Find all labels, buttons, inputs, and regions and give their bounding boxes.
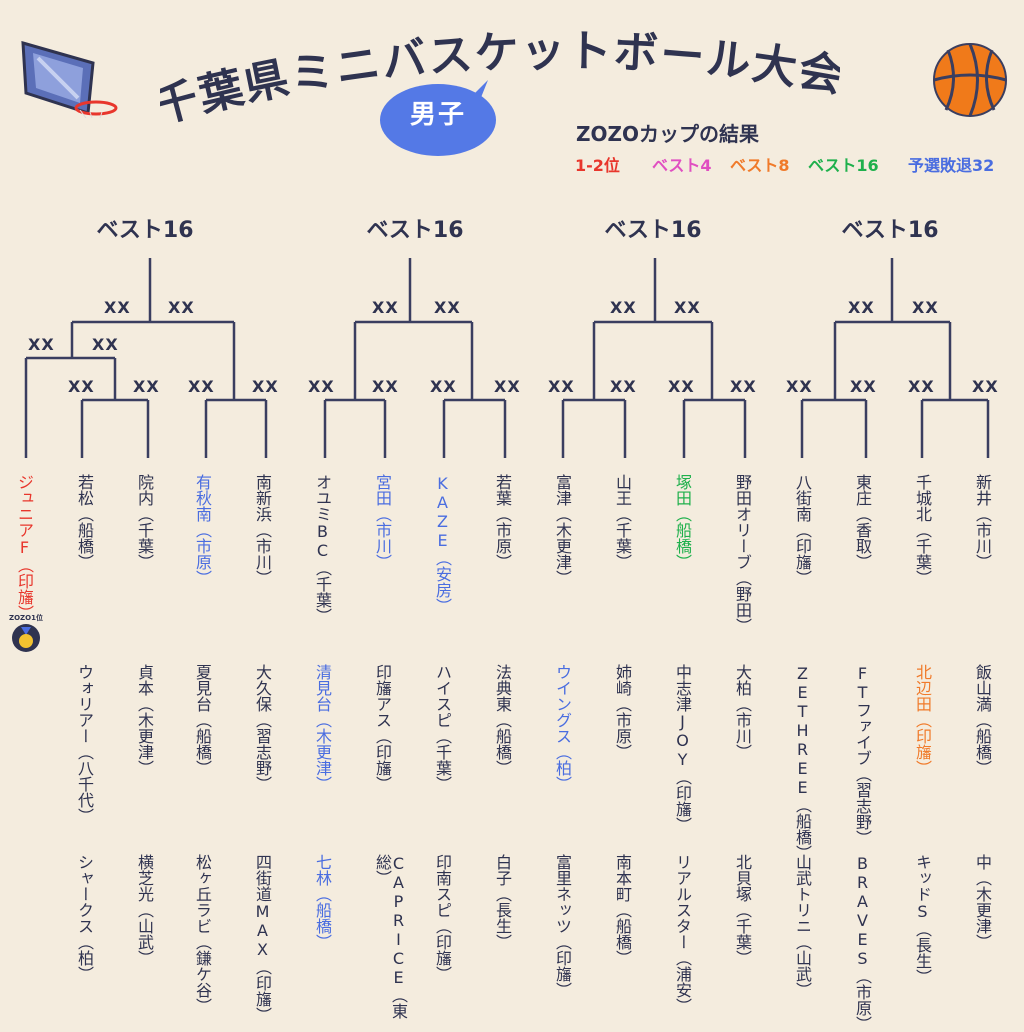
score-placeholder: XX	[168, 298, 195, 317]
team-entry: 若松（船橋）	[75, 474, 94, 570]
team-entry: 新井（市川）	[973, 474, 992, 570]
basketball-icon	[930, 40, 1010, 120]
medal-icon	[12, 624, 40, 652]
winner-badge-text: ZOZO1位	[9, 614, 43, 622]
legend-item: 1-2位	[575, 156, 620, 175]
score-placeholder: XX	[372, 377, 399, 396]
legend-item: ベスト8	[730, 156, 790, 175]
subtitle: ZOZOカップの結果	[576, 122, 760, 146]
team-entry: FTファイブ（習志野）	[853, 664, 872, 846]
team-entry: 七林（船橋）	[313, 854, 332, 950]
team-entry: ジュニアF（印旛）	[15, 474, 34, 621]
score-placeholder: XX	[912, 298, 939, 317]
score-placeholder: XX	[848, 298, 875, 317]
team-entry: 南新浜（市川）	[253, 474, 272, 586]
team-entry: 清見台（木更津）	[313, 664, 332, 792]
score-placeholder: XX	[430, 377, 457, 396]
team-entry: ウイングス（柏）	[553, 664, 572, 792]
score-placeholder: XX	[908, 377, 935, 396]
score-placeholder: XX	[92, 335, 119, 354]
category-label: 男子	[409, 100, 466, 130]
score-placeholder: XX	[188, 377, 215, 396]
score-placeholder: XX	[850, 377, 877, 396]
team-entry: BRAVES（市原）	[853, 854, 872, 1032]
winner-badge: ZOZO1位	[8, 613, 44, 657]
score-placeholder: XX	[104, 298, 131, 317]
score-placeholder: XX	[372, 298, 399, 317]
team-entry: リアルスター（浦安）	[673, 854, 692, 1014]
team-entry: シャークス（柏）	[75, 854, 94, 982]
legend-item: 予選敗退32	[908, 156, 995, 175]
team-entry: 飯山満（船橋）	[973, 664, 992, 776]
team-entry: 中（木更津）	[973, 854, 992, 950]
team-entry: ウォリアー（八千代）	[75, 664, 94, 824]
team-entry: KAZE（安房）	[433, 474, 452, 614]
round-label-1: ベスト16	[96, 218, 194, 243]
team-entry: 千城北（千葉）	[913, 474, 932, 586]
team-entry: 南本町（船橋）	[613, 854, 632, 966]
team-entry: 有秋南（市原）	[193, 474, 212, 586]
team-entry: 大久保（習志野）	[253, 664, 272, 792]
legend-item: ベスト4	[652, 156, 712, 175]
team-entry: 印旛アス（印旛）	[373, 664, 392, 792]
team-entry: 白子（長生）	[493, 854, 512, 950]
score-placeholder: XX	[308, 377, 335, 396]
score-placeholder: XX	[786, 377, 813, 396]
score-placeholder: XX	[494, 377, 521, 396]
team-entry: 山王（千葉）	[613, 474, 632, 570]
team-entry: 大柏（市川）	[733, 664, 752, 760]
score-placeholder: XX	[434, 298, 461, 317]
team-entry: 北辺田（印旛）	[913, 664, 932, 776]
team-entry: キッドS（長生）	[913, 854, 932, 985]
team-entry: 夏見台（船橋）	[193, 664, 212, 776]
team-entry: ZETHREE（船橋）	[793, 664, 812, 861]
round-label-4: ベスト16	[841, 218, 939, 243]
team-entry: 塚田（船橋）	[673, 474, 692, 570]
team-entry: 印南スピ（印旛）	[433, 854, 452, 982]
team-entry: 院内（千葉）	[135, 474, 154, 570]
score-placeholder: XX	[28, 335, 55, 354]
page-title-wrap: 千葉県ミニバスケットボール大会	[148, 20, 846, 134]
round-label-2: ベスト16	[366, 218, 464, 243]
category-bubble: 男子	[378, 80, 508, 170]
score-placeholder: XX	[68, 377, 95, 396]
team-entry: CAPRICE（東総）	[373, 854, 408, 1019]
score-placeholder: XX	[610, 298, 637, 317]
team-entry: 富里ネッツ（印旛）	[553, 854, 572, 998]
team-entry: 四街道MAX（印旛）	[253, 854, 272, 1023]
score-placeholder: XX	[133, 377, 160, 396]
team-entry: 姉崎（市原）	[613, 664, 632, 760]
team-entry: 山武トリニ（山武）	[793, 854, 812, 998]
basketball-hoop-icon	[18, 38, 118, 119]
team-entry: 宮田（市川）	[373, 474, 392, 570]
team-entry: 野田オリーブ（野田）	[733, 474, 752, 634]
team-entry: 横芝光（山武）	[135, 854, 154, 966]
score-placeholder: XX	[610, 377, 637, 396]
legend-item: ベスト16	[808, 156, 879, 175]
team-entry: 若葉（市原）	[493, 474, 512, 570]
team-entry: 富津（木更津）	[553, 474, 572, 586]
team-entry: 北貝塚（千葉）	[733, 854, 752, 966]
team-entry: 八街南（印旛）	[793, 474, 812, 586]
team-entry: オユミBC（千葉）	[313, 474, 332, 624]
team-entry: 松ヶ丘ラビ（鎌ケ谷）	[193, 854, 212, 1014]
round-label-3: ベスト16	[604, 218, 702, 243]
score-placeholder: XX	[674, 298, 701, 317]
team-entry: ハイスピ（千葉）	[433, 664, 452, 792]
team-entry: 法典東（船橋）	[493, 664, 512, 776]
team-entry: 中志津JOY（印旛）	[673, 664, 692, 833]
score-placeholder: XX	[972, 377, 999, 396]
score-placeholder: XX	[252, 377, 279, 396]
score-placeholder: XX	[730, 377, 757, 396]
score-placeholder: XX	[548, 377, 575, 396]
score-placeholder: XX	[668, 377, 695, 396]
page-title: 千葉県ミニバスケットボール大会	[148, 26, 846, 134]
team-entry: 貞本（木更津）	[135, 664, 154, 776]
team-entry: 東庄（香取）	[853, 474, 872, 570]
